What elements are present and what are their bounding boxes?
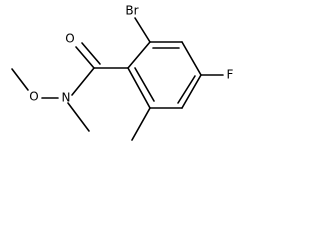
bond-o-methyl <box>11 68 29 91</box>
bond-n-methyl <box>67 102 90 132</box>
bond-ring-c6-c1 <box>127 67 151 109</box>
molecule-diagram: Br O F N O <box>11 4 234 141</box>
fluorine-label: F <box>227 68 234 82</box>
bond-ring-c4-c5-inner <box>177 75 196 104</box>
methoxy-oxygen-label: O <box>29 90 38 104</box>
bond-c2-br <box>134 17 151 43</box>
bond-c6-methyl <box>131 107 151 141</box>
bond-ring-c4-c5 <box>181 74 202 109</box>
bond-carbonyl-n <box>71 67 95 96</box>
bond-ring-c1-c2 <box>127 41 151 69</box>
carbonyl-oxygen-label: O <box>65 32 74 46</box>
bond-carbonyl-o-2 <box>81 42 101 65</box>
bond-carbonyl-o-1 <box>75 46 95 69</box>
bond-ring-c6-c1-inner <box>134 67 155 102</box>
bromine-label: Br <box>125 4 138 18</box>
nitrogen-label: N <box>62 91 71 105</box>
bond-ring-c3-c4 <box>181 41 202 76</box>
structure-canvas: Br O F N O <box>0 0 250 150</box>
